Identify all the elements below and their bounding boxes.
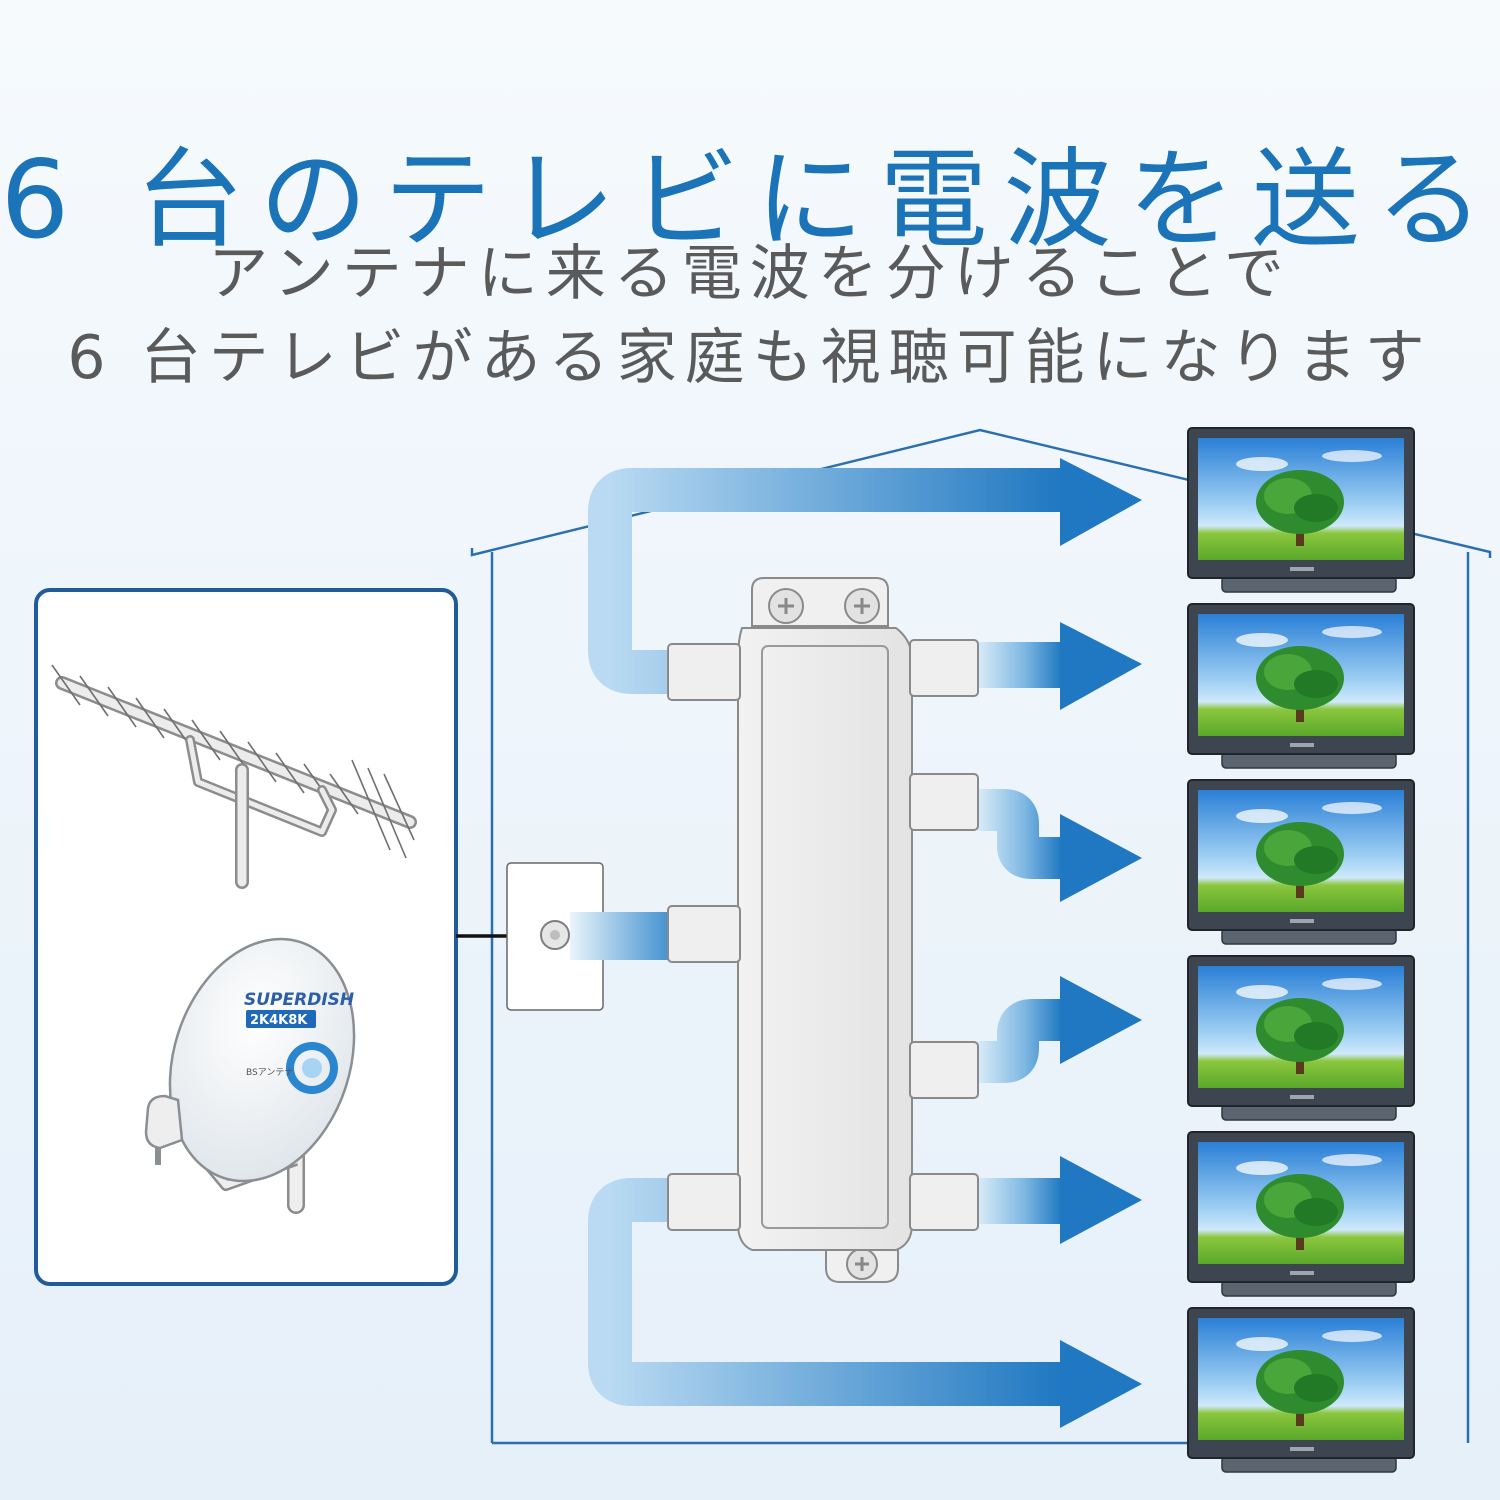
tv-3	[1187, 779, 1415, 945]
tv-5	[1187, 1131, 1415, 1297]
tv-2	[1187, 603, 1415, 769]
dish-label-text: BSアンテナ	[246, 1067, 293, 1078]
antenna-panel: SUPERDISH 2K4K8K BSアンテナ	[34, 588, 458, 1286]
signal-flow-tv-6	[588, 1178, 1062, 1406]
house-outline	[470, 428, 1492, 558]
input-signal-flow	[570, 912, 672, 960]
wall-outlet	[506, 862, 604, 1011]
page-title: 6 台のテレビに電波を送る	[0, 138, 1500, 264]
signal-flow-tv-1	[588, 468, 1062, 694]
tv-1	[1187, 427, 1415, 593]
dish-badge-text: 2K4K8K	[250, 1013, 308, 1028]
tv-4	[1187, 955, 1415, 1121]
signal-arrow-tv-2	[1060, 622, 1142, 710]
bs-dish-antenna-icon: SUPERDISH 2K4K8K BSアンテナ	[144, 937, 356, 1214]
signal-arrow-tv-5	[1060, 1156, 1142, 1244]
signal-flow-tv-3	[978, 789, 1062, 879]
subtitle-line-2: 6 台テレビがある家庭も視聴可能になります	[67, 323, 1433, 393]
dish-brand-text: SUPERDISH	[244, 990, 354, 1010]
subtitle-line-1: アンテナに来る電波を分けることで	[208, 239, 1292, 309]
uhf-antenna-icon	[51, 664, 417, 889]
signal-flow-tv-4	[978, 999, 1062, 1083]
six-way-splitter	[667, 577, 979, 1283]
tv-6	[1187, 1307, 1415, 1473]
